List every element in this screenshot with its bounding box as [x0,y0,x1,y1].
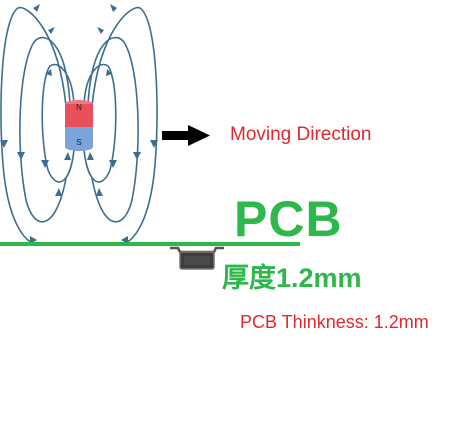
moving-direction-label: Moving Direction [230,124,372,145]
field-arrow-icon [64,152,71,160]
field-arrow-icon [46,69,52,76]
field-arrow-icon [110,4,117,12]
field-line-left-middle [19,36,71,223]
field-line-right-outer [91,6,158,246]
magnet-bottom-cap [65,143,93,151]
field-arrow-icon [150,140,158,148]
field-arrow-icon [55,188,62,196]
field-line-left-inner [41,63,75,183]
thickness-label-cn: 厚度1.2mm [222,263,362,293]
field-arrow-icon [97,27,104,34]
field-arrow-icon [133,152,141,160]
field-line-left-outer [0,6,67,246]
pcb-board [0,242,300,246]
bar-magnet: N S [65,100,93,151]
field-arrow-icon [48,27,55,34]
north-pole-label: N [76,103,82,112]
south-pole-label: S [76,138,81,147]
field-arrow-icon [109,160,117,168]
field-arrow-icon [33,4,40,12]
field-arrow-icon [87,152,94,160]
right-arrow-icon [162,125,210,146]
field-line-right-inner [83,63,117,183]
field-arrow-icon [0,140,8,148]
magnet-south-pole [65,127,93,147]
pcb-title: PCB [234,191,343,247]
field-arrow-icon [106,69,112,76]
field-arrow-icon [17,152,25,160]
magnet-north-pole [65,104,93,127]
thickness-label-en: PCB Thinkness: 1.2mm [240,312,429,332]
field-arrow-icon [96,188,103,196]
field-lines [0,6,158,246]
sensor-chip-icon [170,246,224,270]
field-line-right-middle [87,36,139,223]
field-arrow-icon [41,160,49,168]
